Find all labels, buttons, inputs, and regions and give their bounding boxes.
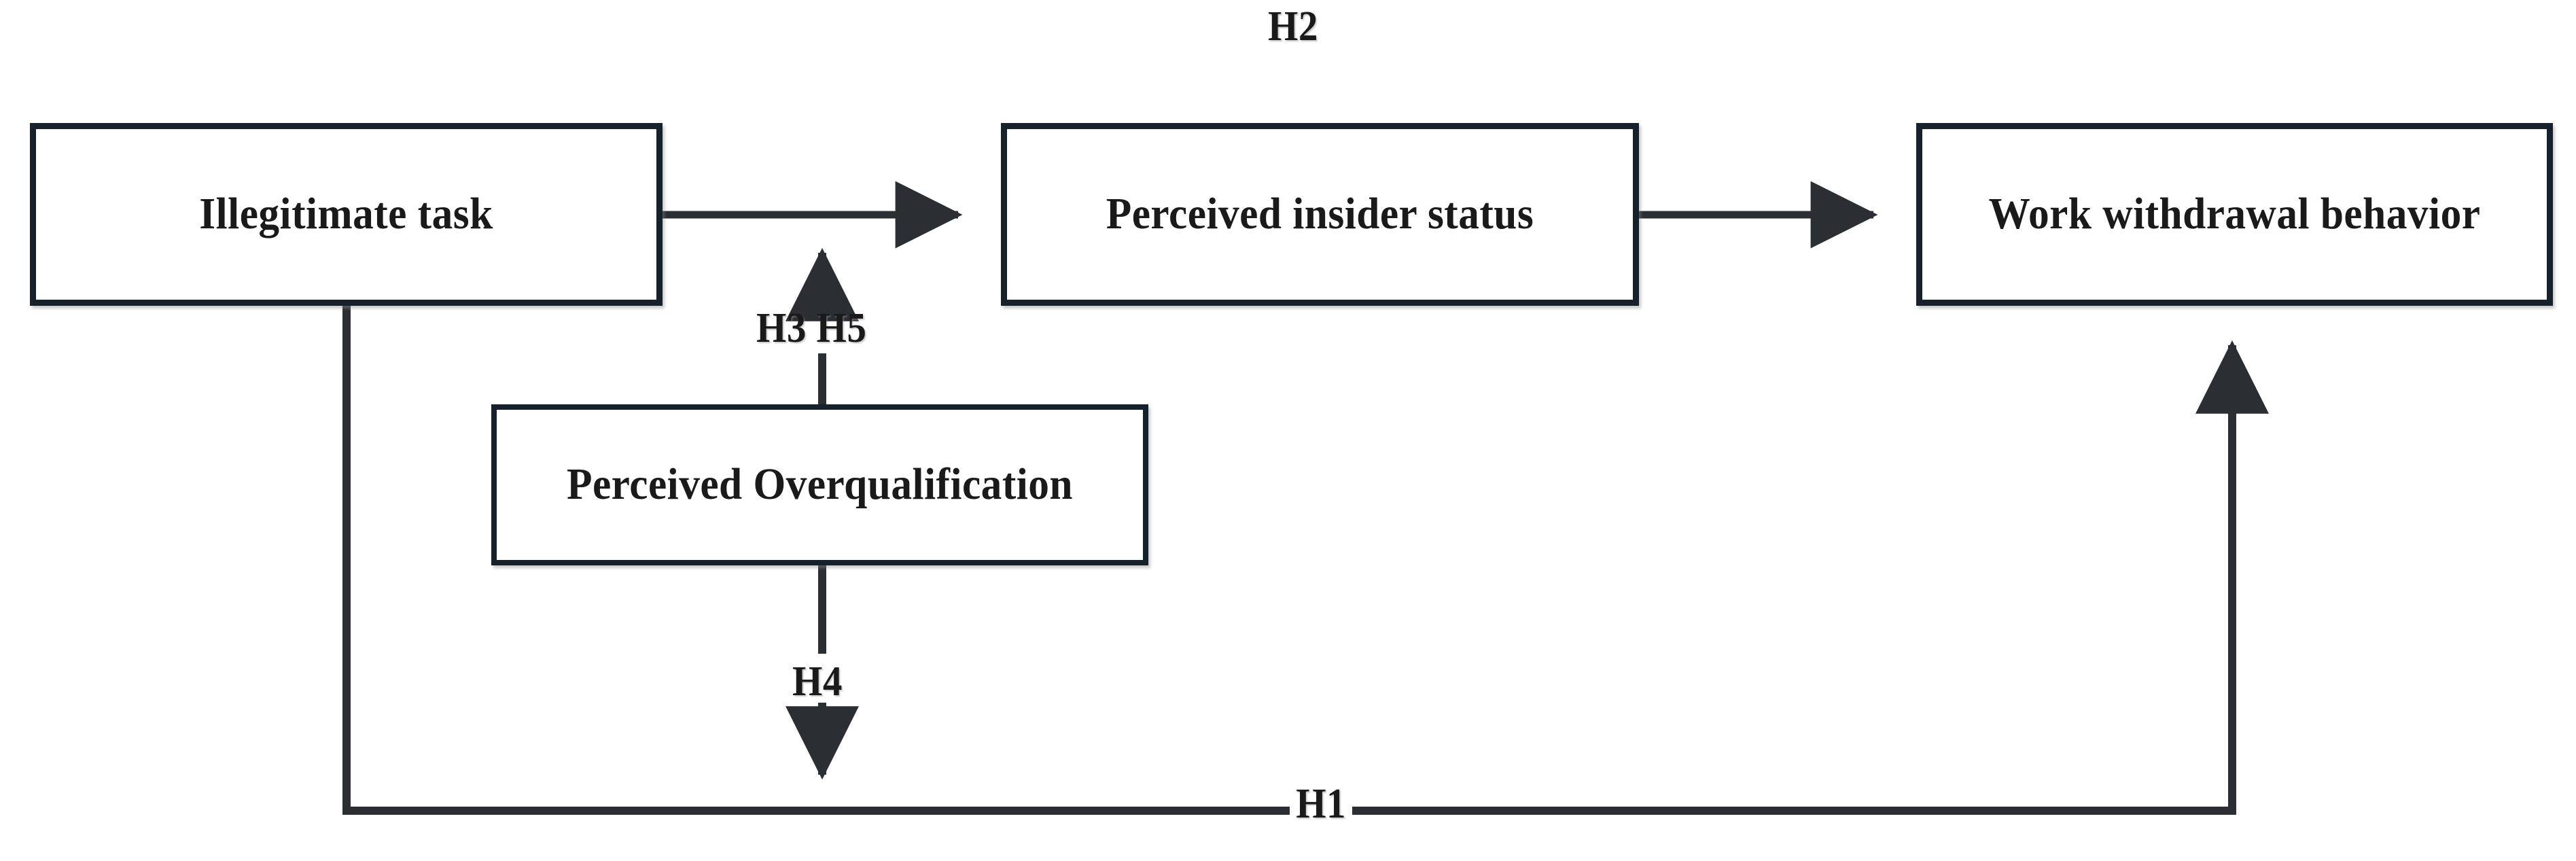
edge-label-h4: H4 <box>792 658 843 705</box>
edge-label-h1: H1 <box>1290 783 1353 825</box>
node-illegitimate-task-label: Illegitimate task <box>199 189 493 239</box>
node-perceived-insider-status[interactable]: Perceived insider status <box>1001 123 1639 306</box>
edge-label-h3-h5: H3 H5 <box>756 305 867 351</box>
node-perceived-overqualification[interactable]: Perceived Overqualification <box>491 404 1148 565</box>
node-work-withdrawal-behavior[interactable]: Work withdrawal behavior <box>1916 123 2553 306</box>
node-work-withdrawal-behavior-label: Work withdrawal behavior <box>1988 189 2481 239</box>
node-perceived-overqualification-label: Perceived Overqualification <box>566 459 1074 510</box>
edge-label-h2: H2 <box>1268 3 1318 50</box>
node-illegitimate-task[interactable]: Illegitimate task <box>30 123 663 306</box>
node-perceived-insider-status-label: Perceived insider status <box>1106 189 1534 239</box>
